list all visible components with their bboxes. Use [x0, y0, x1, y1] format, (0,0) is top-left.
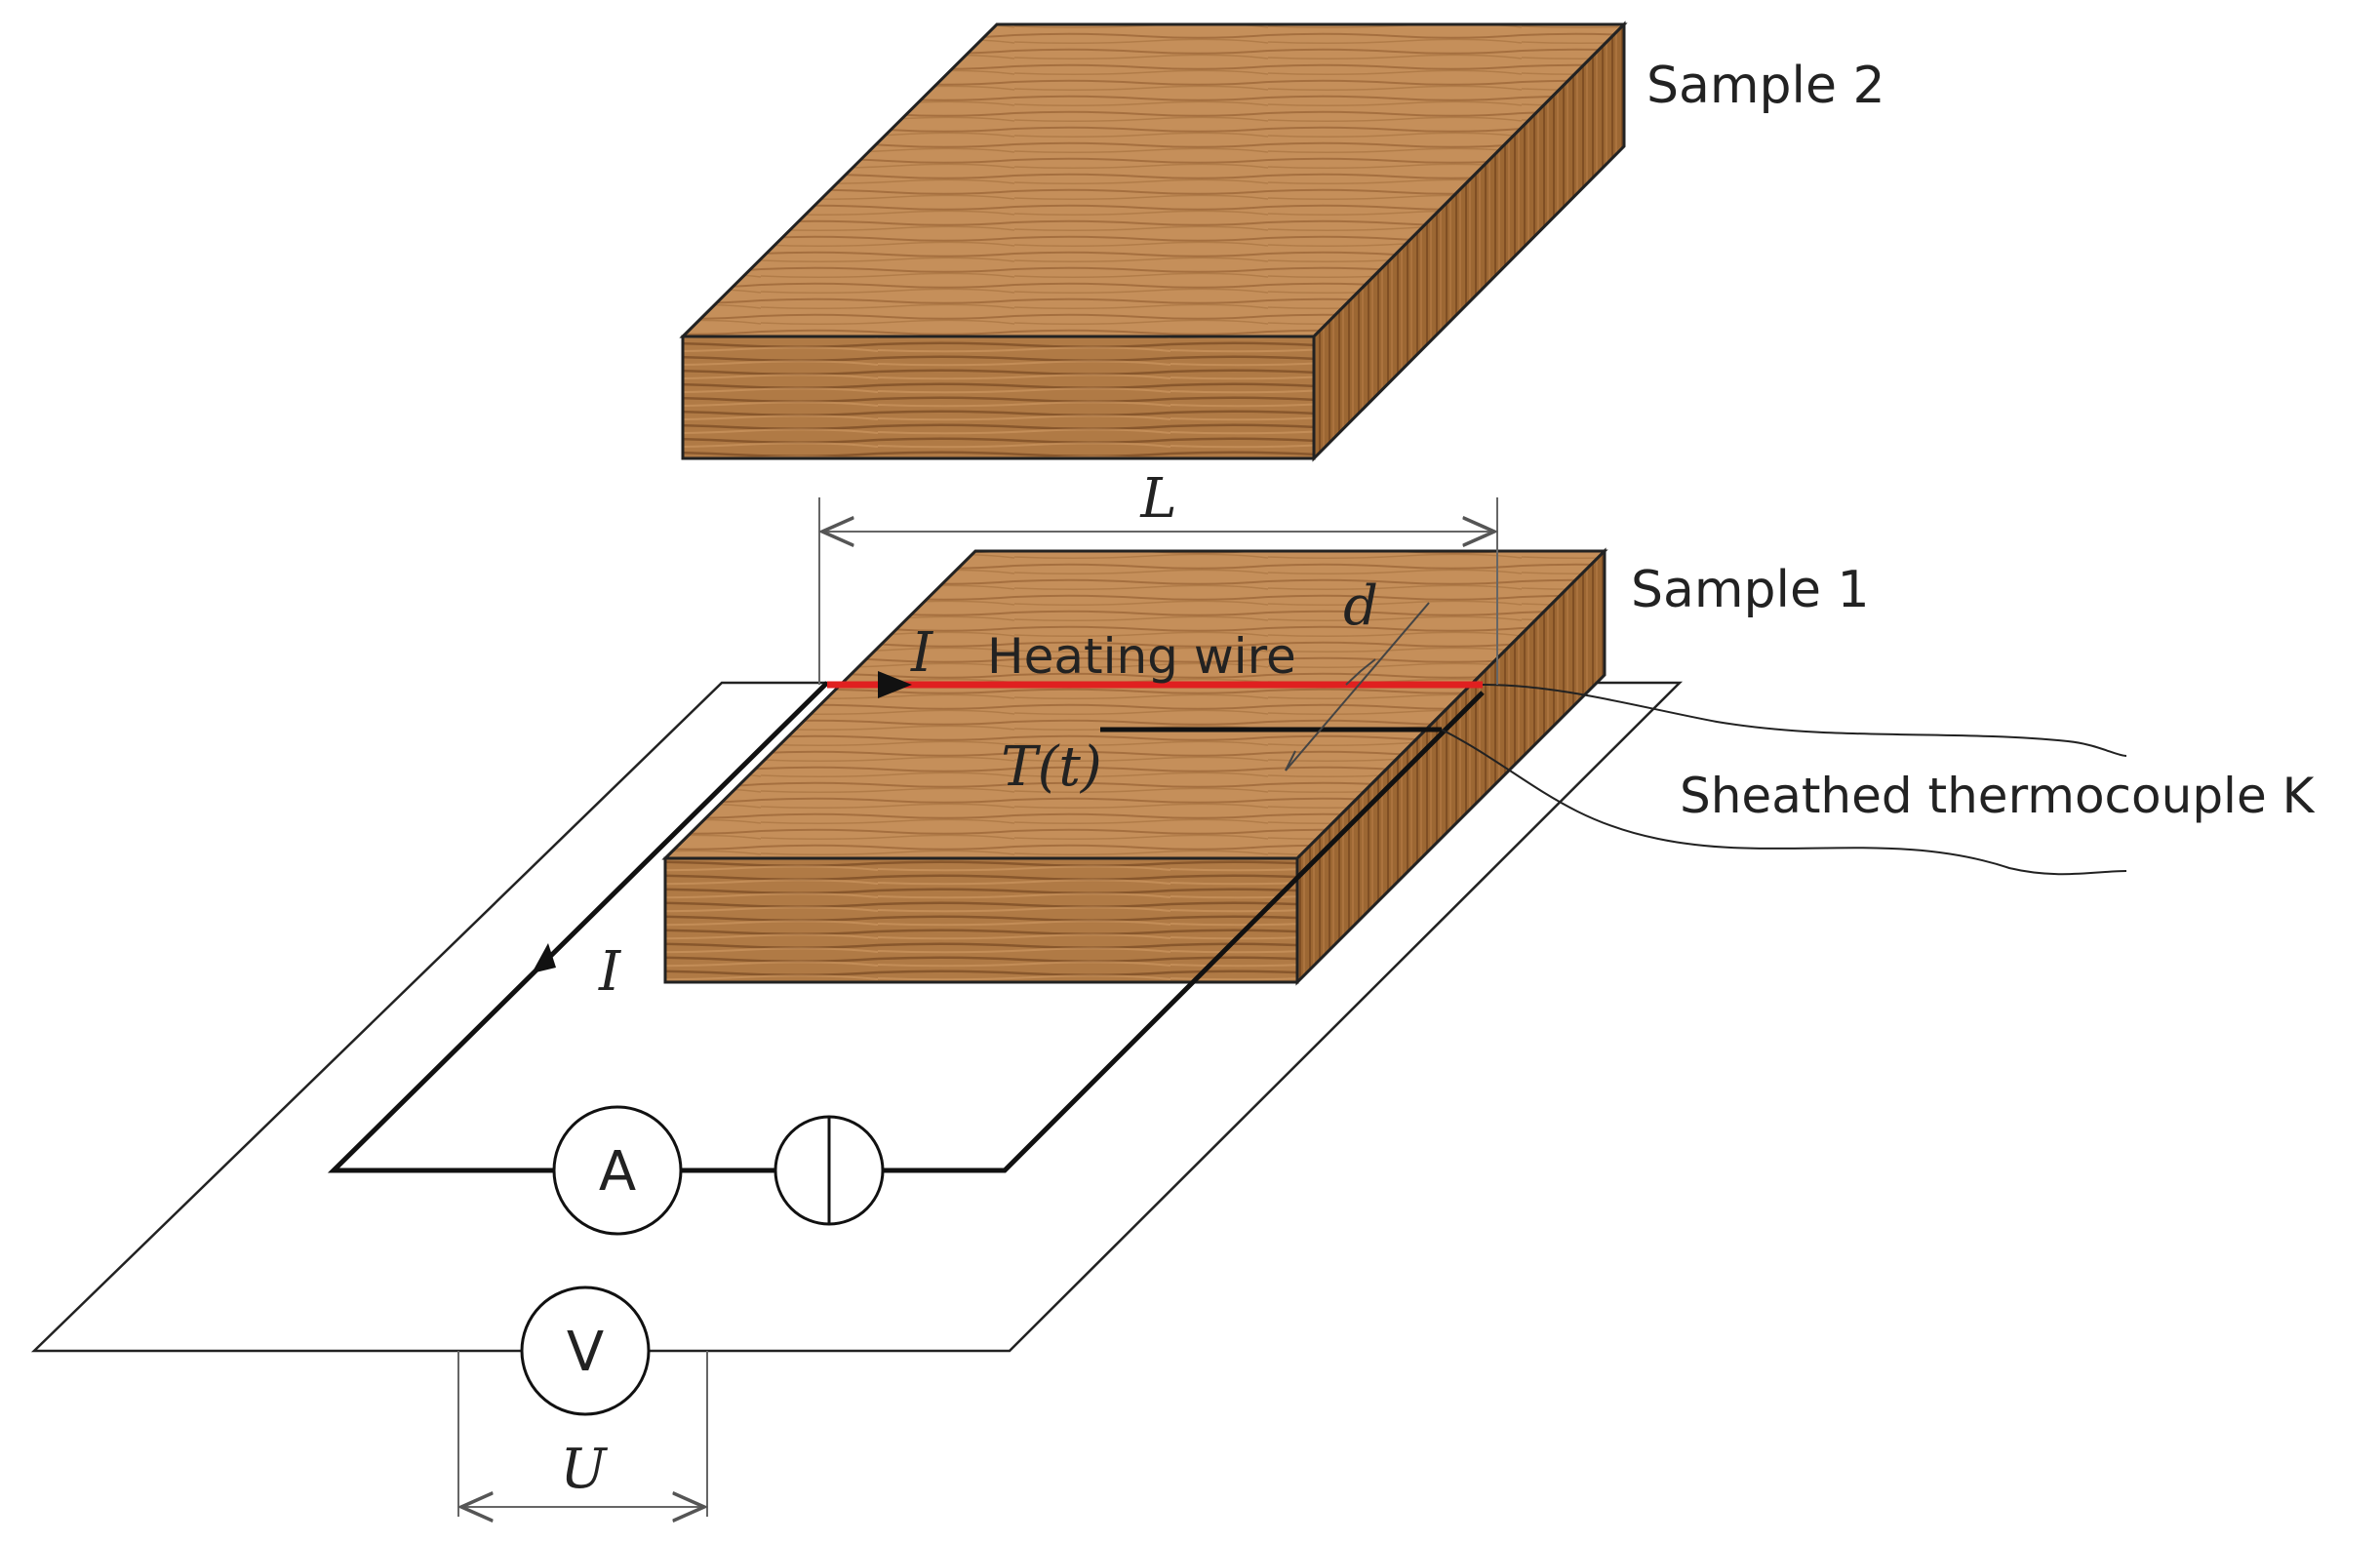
distance-symbol: d [1343, 574, 1378, 638]
sample-1-label: Sample 1 [1631, 561, 1870, 619]
thermocouple-lead-lower [1441, 729, 2127, 876]
ammeter: A [552, 1105, 683, 1236]
current-symbol-top: I [910, 621, 934, 685]
current-arrow-left [532, 943, 556, 973]
power-source [774, 1115, 885, 1226]
voltmeter-label: V [567, 1321, 604, 1384]
sample-1-block [661, 547, 1608, 986]
thermocouple-lead-upper [1482, 684, 2127, 757]
length-symbol: L [1139, 467, 1176, 531]
thermocouple-label: Sheathed thermocouple K [1680, 768, 2316, 824]
circuit [327, 681, 1485, 1173]
current-arrow-top [878, 671, 912, 698]
voltmeter: V [520, 1286, 651, 1416]
sample-2-label: Sample 2 [1646, 57, 1885, 115]
ammeter-label: A [599, 1140, 636, 1204]
temperature-symbol: T(t) [1001, 735, 1102, 799]
current-symbol-left: I [598, 940, 622, 1004]
distance-d-line [1285, 602, 1430, 772]
sample-2-block [679, 20, 1628, 462]
base-board [30, 681, 1684, 1353]
heating-wire-label: Heating wire [987, 628, 1296, 685]
voltage-symbol: U [560, 1438, 608, 1501]
